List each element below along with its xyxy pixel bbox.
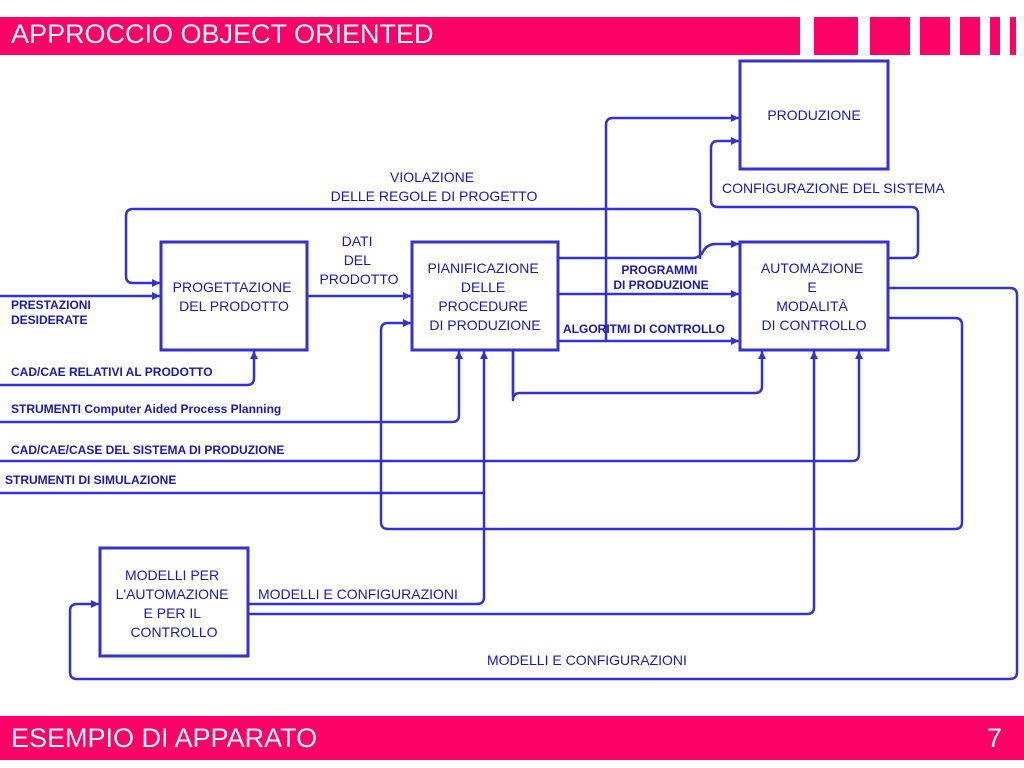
modelli-line-4: CONTROLLO	[130, 624, 217, 640]
dati-line-1: DATI	[342, 233, 373, 249]
label-modelli-config-2: MODELLI E CONFIGURAZIONI	[487, 652, 687, 668]
box-produzione	[738, 59, 890, 171]
arrow-modelli-pianificazione	[246, 350, 488, 606]
box-automazione-label: AUTOMAZIONE E MODALITÀ DI CONTROLLO	[761, 260, 867, 333]
slide-title: APPROCCIO OBJECT ORIENTED	[11, 19, 434, 49]
box-modelli	[98, 546, 250, 658]
box-modelli-label: MODELLI PER L'AUTOMAZIONE E PER IL CONTR…	[116, 567, 233, 640]
label-violazione: VIOLAZIONE DELLE REGOLE DI PROGETTO	[331, 169, 538, 204]
box-pianificazione-label: PIANIFICAZIONE DELLE PROCEDURE DI PRODUZ…	[427, 260, 542, 333]
programmi-line-1: PROGRAMMI	[621, 263, 697, 277]
pianificazione-line-4: DI PRODUZIONE	[429, 317, 540, 333]
arrow-cad-prodotto	[0, 350, 258, 387]
arrow-programmi	[556, 240, 740, 260]
automazione-line-4: DI CONTROLLO	[761, 317, 866, 333]
label-algoritmi: ALGORITMI DI CONTROLLO	[563, 322, 725, 336]
prestazioni-line-1: PRESTAZIONI	[11, 298, 91, 312]
modelli-line-1: MODELLI PER	[125, 567, 219, 583]
box-produzione-label: PRODUZIONE	[767, 107, 860, 123]
footer-bar	[0, 716, 1024, 760]
automazione-line-2: E	[807, 279, 816, 295]
pianificazione-line-2: DELLE	[461, 279, 505, 295]
label-dati-prodotto: DATI DEL PRODOTTO	[319, 233, 398, 287]
progettazione-line-2: DEL PRODOTTO	[179, 298, 289, 314]
footer-title: ESEMPIO DI APPARATO	[11, 723, 318, 753]
header-decoration-block-2	[870, 17, 910, 55]
box-progettazione-label: PROGETTAZIONE DEL PRODOTTO	[173, 279, 296, 314]
arrow-to-produzione	[604, 114, 740, 343]
dati-line-2: DEL	[344, 252, 371, 268]
pianificazione-line-1: PIANIFICAZIONE	[427, 260, 538, 276]
automazione-line-3: MODALITÀ	[776, 298, 848, 314]
header-decoration-block-6	[1010, 17, 1016, 55]
header-decoration-block-5	[990, 17, 1000, 55]
box-pianificazione	[410, 240, 560, 352]
header-decoration-block-3	[920, 17, 950, 55]
label-programmi: PROGRAMMI DI PRODUZIONE	[613, 263, 708, 292]
arrow-automazione-feedback	[68, 286, 1019, 681]
violazione-line-1: VIOLAZIONE	[390, 169, 474, 185]
dati-line-3: PRODOTTO	[319, 271, 398, 287]
pianificazione-line-3: PROCEDURE	[438, 298, 527, 314]
modelli-line-2: L'AUTOMAZIONE	[116, 586, 229, 602]
page-number: 7	[986, 723, 1002, 753]
produzione-line-1: PRODUZIONE	[767, 107, 860, 123]
label-cad-prodotto: CAD/CAE RELATIVI AL PRODOTTO	[11, 365, 213, 379]
label-modelli-config-1: MODELLI E CONFIGURAZIONI	[258, 586, 458, 602]
header-bar	[0, 17, 800, 55]
arrow-inner-loop	[379, 316, 964, 531]
label-configurazione-sistema: CONFIGURAZIONE DEL SISTEMA	[722, 180, 945, 196]
arrow-violazione-loop	[124, 207, 702, 287]
box-automazione	[738, 240, 890, 352]
arrow-modelli-automazione	[246, 350, 818, 616]
arrow-configurazione-sistema	[709, 137, 920, 260]
automazione-line-1: AUTOMAZIONE	[761, 260, 863, 276]
arrow-strumenti-capp	[0, 350, 463, 424]
header-decoration-block-1	[814, 17, 858, 55]
label-strumenti-capp: STRUMENTI Computer Aided Process Plannin…	[11, 402, 281, 416]
box-progettazione	[159, 240, 309, 352]
label-cad-sistema: CAD/CAE/CASE DEL SISTEMA DI PRODUZIONE	[11, 443, 284, 457]
progettazione-line-1: PROGETTAZIONE	[173, 279, 292, 295]
label-strumenti-simulazione: STRUMENTI DI SIMULAZIONE	[5, 473, 176, 487]
arrow-cad-sistema	[0, 350, 863, 463]
modelli-line-3: E PER IL	[144, 605, 202, 621]
programmi-line-2: DI PRODUZIONE	[613, 278, 708, 292]
prestazioni-line-2: DESIDERATE	[11, 313, 87, 327]
arrow-pianificazione-automazione	[511, 350, 766, 402]
label-prestazioni: PRESTAZIONI DESIDERATE	[11, 298, 94, 327]
header-decoration-block-4	[960, 17, 980, 55]
violazione-line-2: DELLE REGOLE DI PROGETTO	[331, 188, 538, 204]
